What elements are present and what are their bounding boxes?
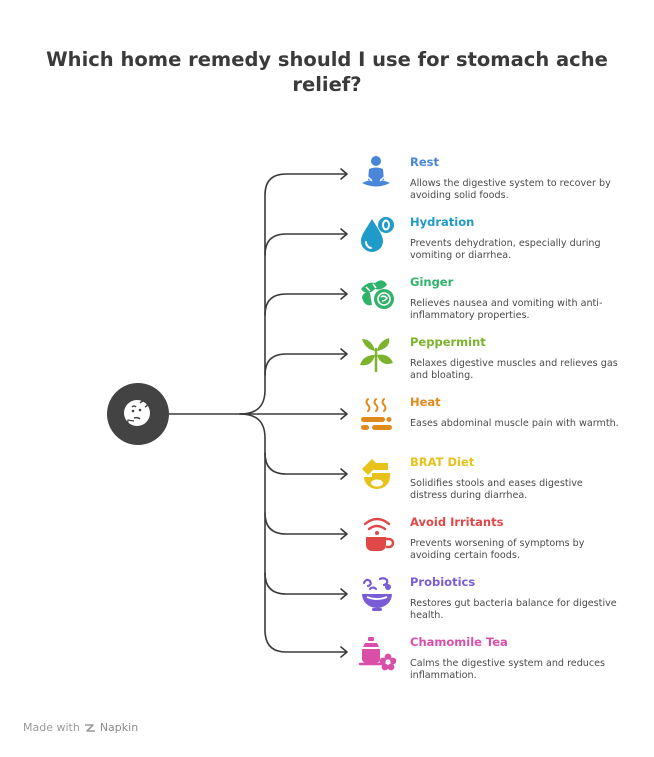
yogurt-bowl-icon xyxy=(362,577,392,611)
remedy-name: Probiotics xyxy=(410,575,476,589)
teapot-flower-icon xyxy=(358,637,396,671)
remedy-name: Chamomile Tea xyxy=(410,635,508,649)
water-drop-icon xyxy=(361,217,394,252)
remedy-name: Avoid Irritants xyxy=(410,515,504,529)
hot-cup-icon xyxy=(363,517,395,551)
napkin-logo-icon xyxy=(84,723,95,732)
remedy-probiotics: Probiotics Restores gut bacteria balance… xyxy=(358,575,628,631)
remedy-hydration: Hydration Prevents dehydration, especial… xyxy=(358,215,628,271)
remedy-description: Restores gut bacteria balance for digest… xyxy=(410,598,617,621)
remedy-ginger: Ginger Relieves nausea and vomiting with… xyxy=(358,275,628,331)
footer-brand: Napkin xyxy=(99,721,139,734)
mint-leaves-icon xyxy=(360,338,393,373)
remedy-avoid-irritants: Avoid Irritants Prevents worsening of sy… xyxy=(358,515,628,571)
meditating-person-icon xyxy=(362,156,390,187)
ginger-root-icon xyxy=(361,280,394,309)
diagram-title: Which home remedy should I use for stoma… xyxy=(46,48,608,96)
remedy-description: Relieves nausea and vomiting with anti-i… xyxy=(410,298,603,321)
remedy-description: Allows the digestive system to recover b… xyxy=(410,178,611,201)
remedy-description: Relaxes digestive muscles and relieves g… xyxy=(410,358,618,381)
remedy-peppermint: Peppermint Relaxes digestive muscles and… xyxy=(358,335,628,391)
remedy-description: Prevents dehydration, especially during … xyxy=(410,238,601,261)
napkin-attribution: Made with Napkin xyxy=(23,721,138,734)
thinking-face-icon xyxy=(124,400,150,426)
remedy-description: Calms the digestive system and reduces i… xyxy=(410,658,606,681)
remedy-chamomile-tea: Chamomile Tea Calms the digestive system… xyxy=(358,635,628,691)
remedy-description: Eases abdominal muscle pain with warmth. xyxy=(410,418,619,429)
remedy-description: Solidifies stools and eases digestive di… xyxy=(410,478,583,501)
toast-bowl-icon xyxy=(362,459,390,489)
hub-circle xyxy=(107,383,169,445)
footer-prefix: Made with xyxy=(23,721,80,734)
remedy-name: Ginger xyxy=(410,275,454,289)
remedy-name: BRAT Diet xyxy=(410,455,475,469)
remedy-name: Hydration xyxy=(410,215,475,229)
remedy-name: Rest xyxy=(410,155,439,169)
remedy-heat: Heat Eases abdominal muscle pain with wa… xyxy=(358,395,628,451)
remedy-rest: Rest Allows the digestive system to reco… xyxy=(358,155,628,211)
remedy-brat-diet: BRAT Diet Solidifies stools and eases di… xyxy=(358,455,628,511)
remedy-name: Heat xyxy=(410,395,441,409)
heat-waves-icon xyxy=(361,398,392,430)
remedy-description: Prevents worsening of symptoms by avoidi… xyxy=(410,538,585,561)
remedy-name: Peppermint xyxy=(410,335,486,349)
